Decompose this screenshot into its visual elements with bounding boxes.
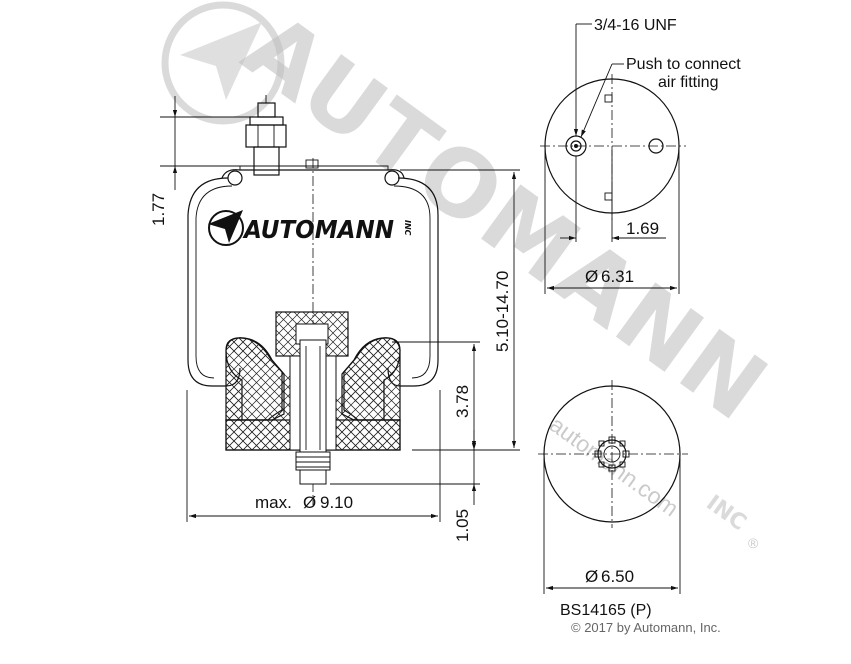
bottom-view: Ø 6.50 [538, 380, 688, 594]
watermark-url: automann.com [545, 411, 683, 521]
air-spring-side-view: AUTOMANN INC [187, 95, 439, 505]
watermark-logo-icon [161, 1, 285, 125]
height-range-dimension: 5.10-14.70 [493, 271, 512, 352]
bottom-diameter-dimension: 6.50 [601, 567, 634, 586]
logo-inc: INC [403, 220, 412, 236]
fitting-label-line2: air fitting [658, 74, 718, 91]
max-diameter-symbol: Ø [303, 493, 316, 512]
max-diameter-prefix: max. [255, 493, 292, 512]
bead-plate [221, 159, 405, 186]
fitting-label-line1: Push to connect [626, 56, 741, 73]
top-diameter-dimension: 6.31 [601, 267, 634, 286]
logo-emblem-icon [208, 210, 244, 246]
mounting-stud [245, 95, 287, 176]
automann-logo: AUTOMANN INC [208, 210, 412, 246]
watermark-inc: INC [701, 491, 750, 536]
top-view: 3/4-16 UNF Push to connect air fitting 1… [540, 17, 741, 294]
stud-height-dimension: 1.77 [149, 193, 168, 226]
part-number: BS14165 (P) [560, 602, 652, 619]
piston-insert [275, 311, 349, 485]
max-diameter-dimension: 9.10 [320, 493, 353, 512]
thread-label: 3/4-16 UNF [594, 17, 677, 34]
copyright: © 2017 by Automann, Inc. [571, 620, 721, 635]
offset-dimension: 1.69 [626, 219, 659, 238]
base-height-dimension: 1.05 [453, 509, 472, 542]
piston-height-dimension: 3.78 [453, 385, 472, 418]
top-diameter-symbol: Ø [585, 267, 598, 286]
bottom-fitting-icon [594, 436, 630, 472]
watermark-registered: ® [748, 535, 759, 551]
side-view-dimensions: 1.77 5.10-14.70 3.78 1.05 max. Ø 9.10 [149, 96, 520, 542]
logo-text: AUTOMANN [242, 215, 394, 244]
bottom-diameter-symbol: Ø [585, 567, 598, 586]
